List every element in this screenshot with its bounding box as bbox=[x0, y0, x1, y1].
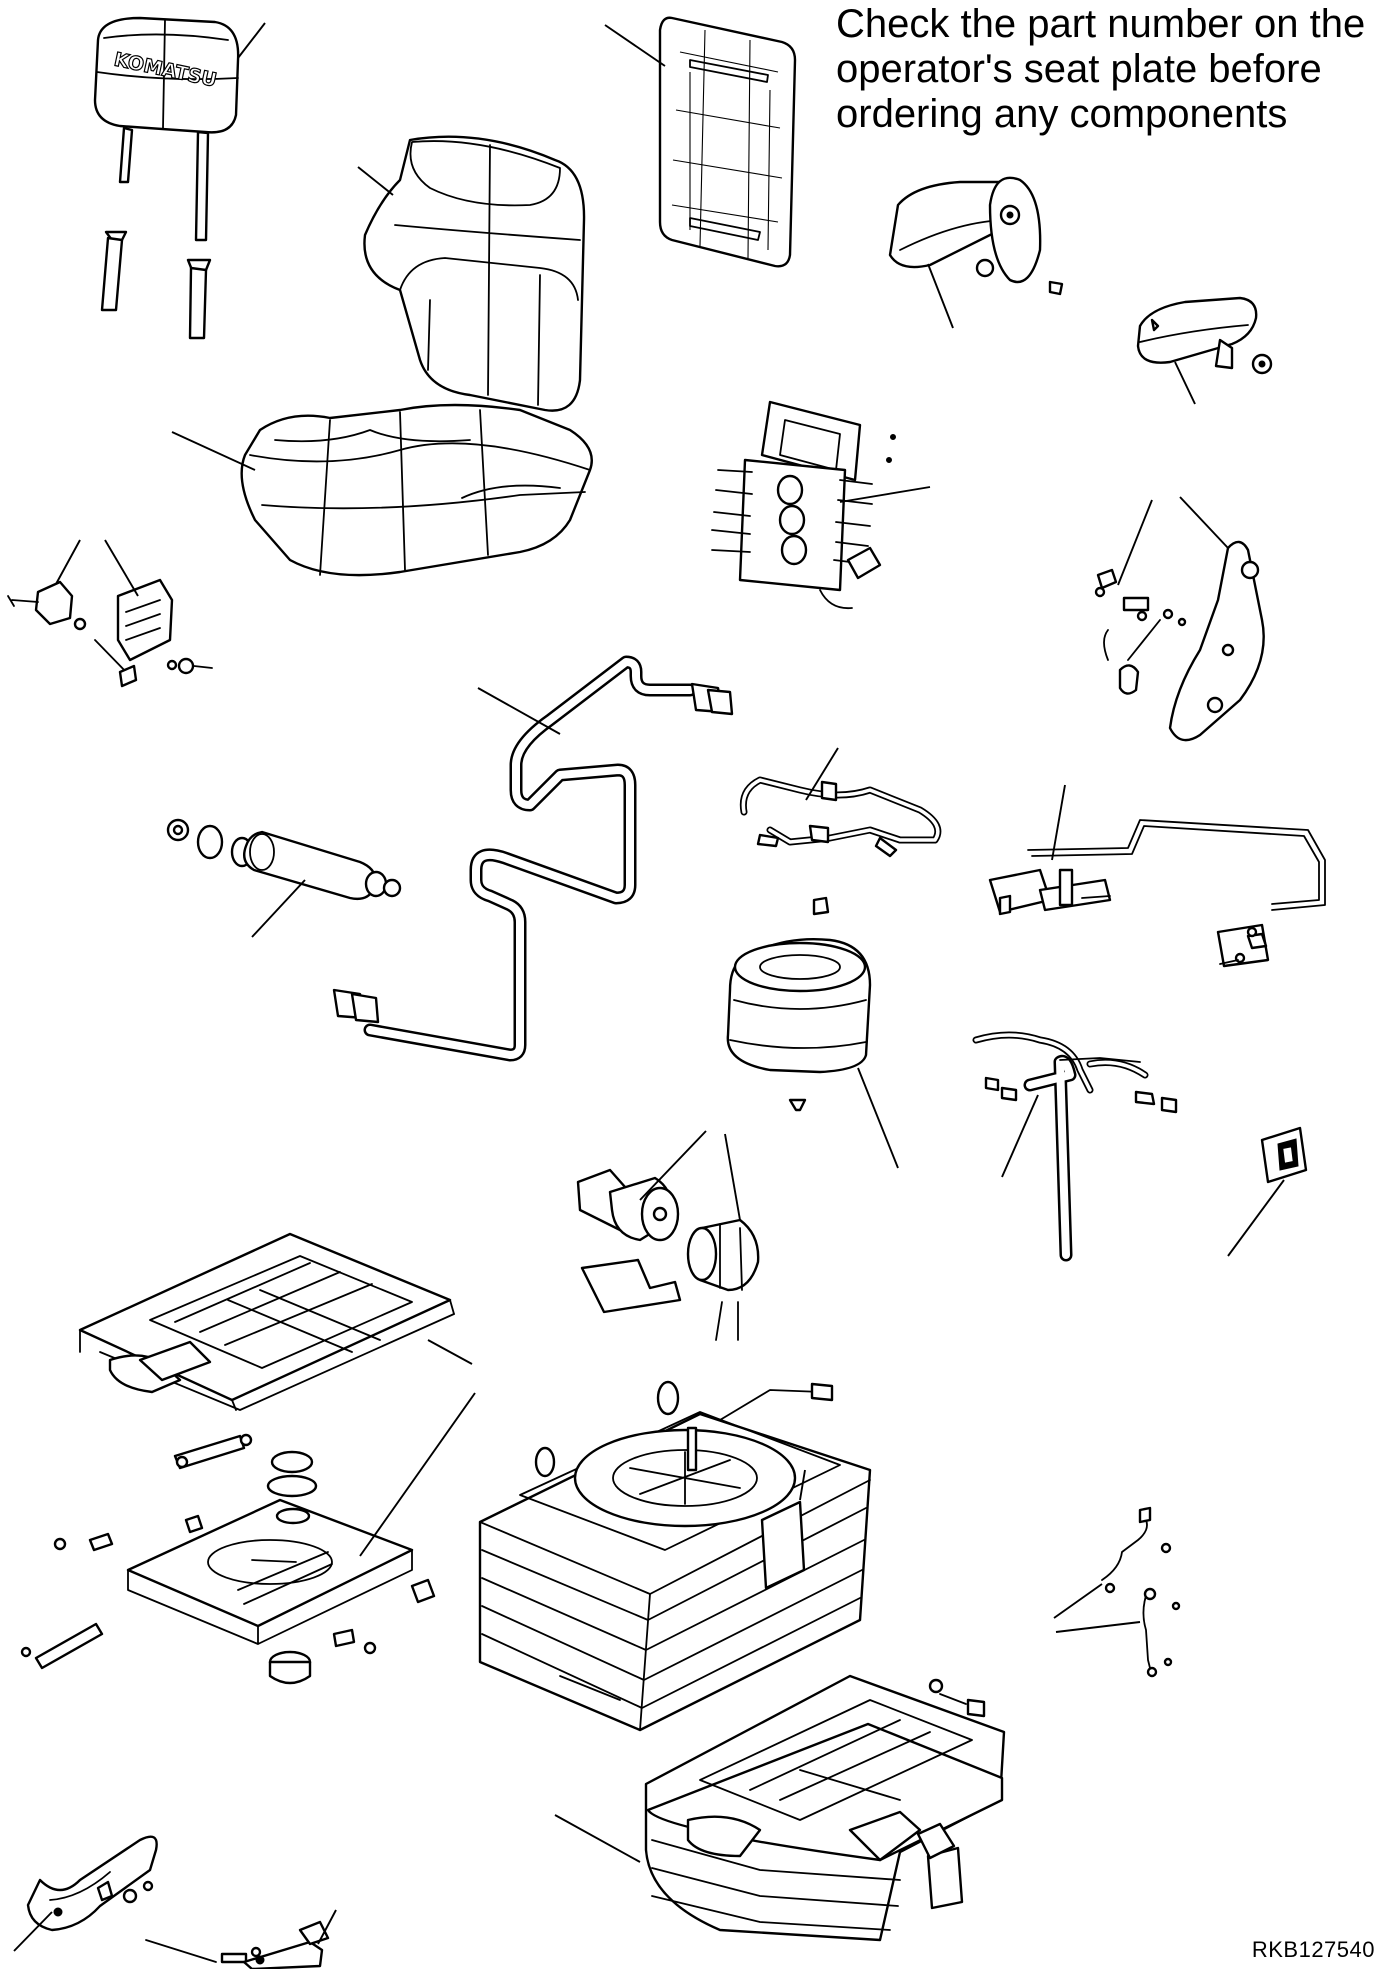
ordering-note-line-3: ordering any components bbox=[836, 92, 1288, 136]
harness-with-rod bbox=[972, 1031, 1178, 1262]
release-levers bbox=[13, 1835, 337, 1969]
seat-back-cushion bbox=[357, 135, 586, 412]
ordering-note: Check the part number on the operator's … bbox=[836, 2, 1381, 137]
damper-assembly bbox=[166, 818, 402, 938]
small-brackets bbox=[1053, 1506, 1181, 1678]
air-hose bbox=[332, 655, 734, 1062]
seat-back-frame bbox=[604, 16, 797, 268]
wiring-harness-center bbox=[739, 747, 942, 858]
heater-wire-assembly bbox=[988, 784, 1326, 968]
ordering-note-line-1: Check the part number on the bbox=[836, 2, 1366, 46]
suspension-assembly-swivel bbox=[478, 1380, 872, 1732]
slide-rail-plate bbox=[78, 1232, 473, 1411]
seat-cushion bbox=[171, 403, 593, 577]
lever-assembly bbox=[7, 539, 213, 688]
compressor-motor bbox=[576, 1130, 760, 1341]
recline-bracket bbox=[1094, 496, 1265, 742]
figure-code: RKB127540 bbox=[1251, 1937, 1375, 1962]
lumbar-support bbox=[711, 400, 931, 610]
ordering-note-line-2: operator's seat plate before bbox=[836, 47, 1322, 91]
air-spring bbox=[726, 896, 899, 1169]
headrest: KOMATSU bbox=[93, 16, 266, 340]
swivel-mechanism bbox=[20, 1392, 476, 1685]
suspension-assembly bbox=[554, 1674, 1006, 1942]
armrest-right bbox=[1136, 296, 1273, 405]
switch bbox=[1227, 1126, 1308, 1257]
armrest-left bbox=[888, 176, 1064, 329]
